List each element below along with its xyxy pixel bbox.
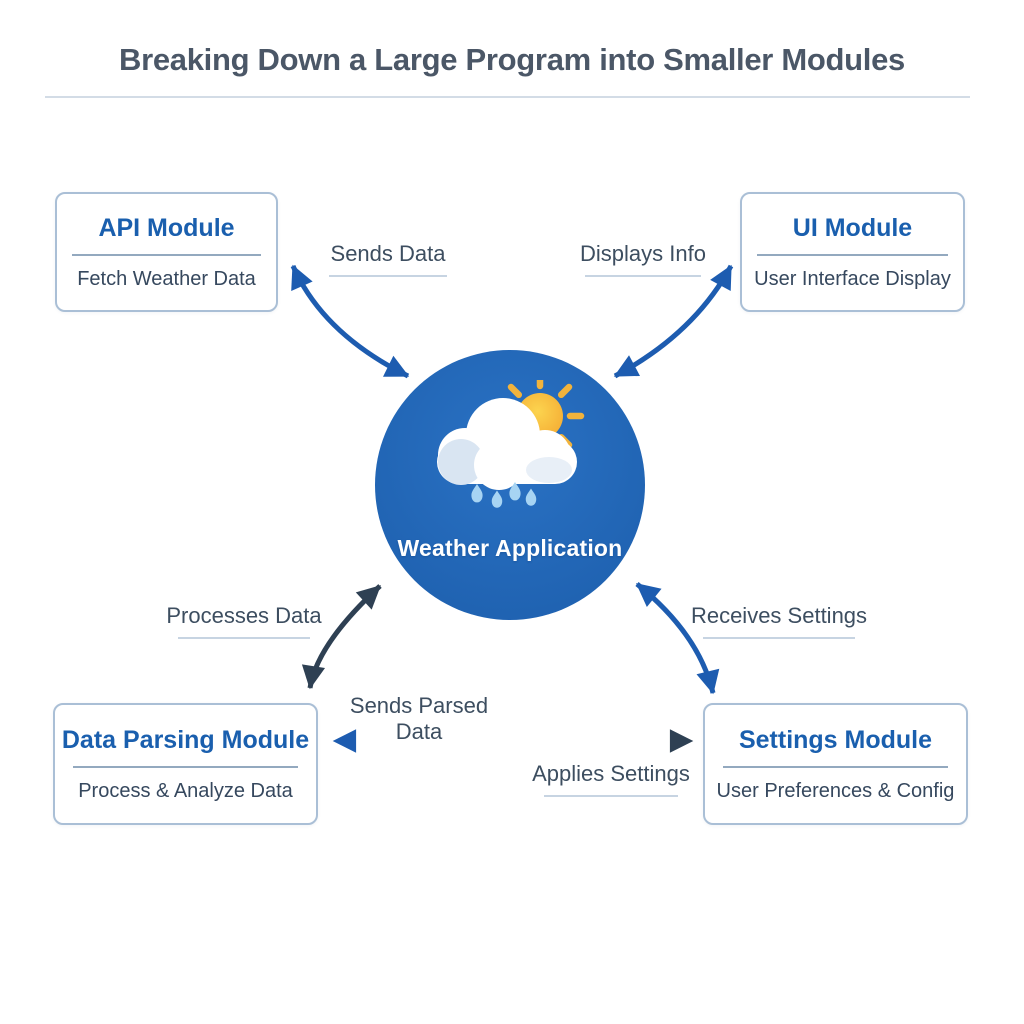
module-subtitle: Fetch Weather Data: [77, 267, 256, 290]
module-divider: [73, 765, 298, 768]
module-title: Data Parsing Module: [61, 725, 310, 754]
module-subtitle: User Interface Display: [754, 267, 951, 290]
label-underline: [543, 795, 679, 797]
sun-cloud-rain-icon: [437, 380, 585, 508]
module-subtitle: Process & Analyze Data: [78, 779, 293, 802]
arrow-api-weather: [290, 264, 410, 379]
connection-label-displays-info: Displays Info: [574, 241, 712, 277]
page-title: Breaking Down a Large Program into Small…: [118, 42, 905, 77]
connection-label-sends-parsed-data: Sends Parsed Data: [326, 693, 512, 745]
title-divider: [45, 96, 970, 98]
module-box-ui: UI Module User Interface Display: [740, 192, 965, 312]
central-node-weather-application: Weather Application: [375, 350, 645, 620]
module-title: Settings Module: [738, 725, 933, 754]
module-title: UI Module: [792, 213, 913, 242]
raindrops-icon: [471, 482, 537, 508]
module-divider: [723, 765, 948, 768]
label-underline: [178, 637, 310, 639]
connection-label-sends-data: Sends Data: [318, 241, 458, 277]
label-text: Displays Info: [580, 241, 706, 266]
module-box-api: API Module Fetch Weather Data: [55, 192, 278, 312]
label-text: Processes Data: [166, 603, 322, 628]
module-box-data-parsing: Data Parsing Module Process & Analyze Da…: [53, 703, 318, 825]
module-subtitle: User Preferences & Config: [716, 779, 955, 802]
module-divider: [757, 253, 948, 256]
module-divider: [72, 253, 261, 256]
label-underline: [585, 275, 701, 277]
module-box-settings: Settings Module User Preferences & Confi…: [703, 703, 968, 825]
label-text: Sends Data: [330, 241, 446, 266]
label-text: Receives Settings: [690, 603, 868, 628]
connection-label-applies-settings: Applies Settings: [531, 761, 691, 797]
connection-label-receives-settings: Receives Settings: [688, 603, 870, 639]
label-underline: [702, 637, 856, 639]
arrow-weather-ui: [613, 264, 734, 379]
label-text: Applies Settings: [532, 761, 690, 786]
module-title: API Module: [98, 213, 235, 242]
connection-label-processes-data: Processes Data: [166, 603, 322, 639]
central-node-label: Weather Application: [397, 535, 623, 561]
label-text: Sends Parsed Data: [349, 693, 489, 744]
label-underline: [329, 275, 447, 277]
cloud-icon: [437, 398, 577, 490]
